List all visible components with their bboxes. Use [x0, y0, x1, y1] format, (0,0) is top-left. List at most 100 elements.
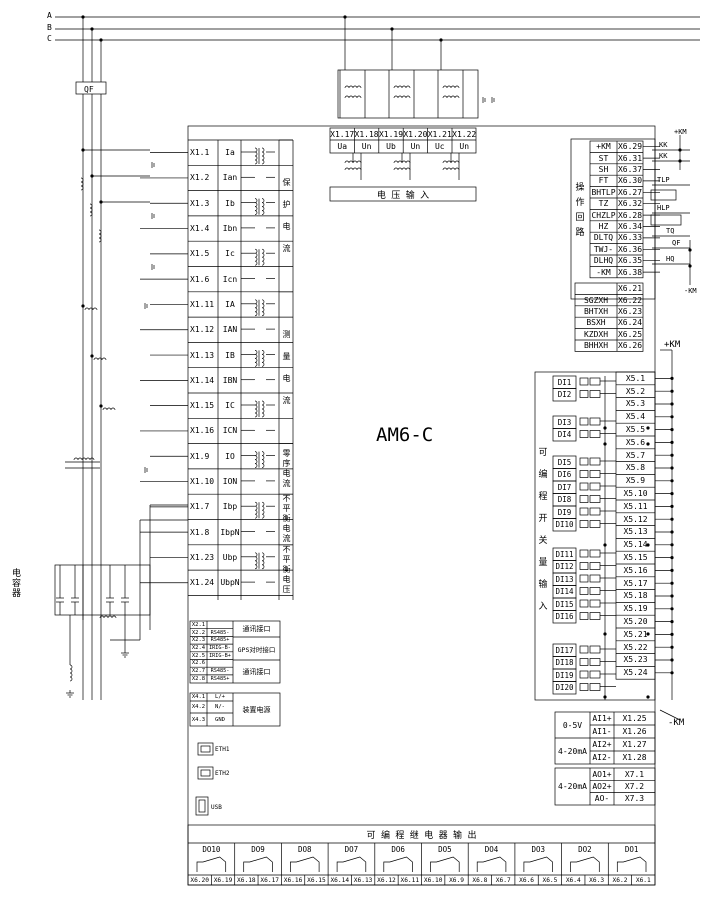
- capacitor-bank-frame: [54, 564, 151, 616]
- di-input: DI15: [555, 599, 574, 609]
- minus-km-di-label: -KM: [668, 718, 685, 728]
- optocoupler: [579, 482, 589, 491]
- optocoupler: [589, 377, 601, 386]
- current-terminal: X1.7: [190, 502, 210, 512]
- analog-in-terminal: X1.26: [622, 727, 647, 736]
- operation-terminal: X6.34: [617, 221, 643, 231]
- operation-terminal: X6.37: [617, 164, 643, 174]
- junction-dot: [603, 442, 607, 446]
- junction-dot: [646, 543, 650, 547]
- optocoupler: [589, 549, 601, 558]
- current-channel: IBN: [222, 375, 238, 385]
- voltage-channel: Ub: [386, 142, 396, 151]
- optocoupler: [589, 645, 601, 654]
- di-terminal: X5.16: [623, 565, 648, 575]
- pt-secondary: [344, 167, 362, 171]
- ct-coil: [254, 198, 258, 215]
- ct-coil: [254, 451, 258, 468]
- power-label: 装置电源: [242, 705, 271, 714]
- optocoupler: [589, 670, 601, 679]
- di-input: DI13: [555, 574, 574, 584]
- junction-dot: [646, 426, 650, 430]
- pt-primary: [442, 95, 460, 99]
- di-terminal: X5.2: [625, 386, 646, 396]
- di-input: DI9: [557, 507, 572, 517]
- operation-ext-label: QF: [672, 239, 681, 247]
- ct-coil: [261, 147, 265, 165]
- operation-ext-label: HQ: [666, 255, 675, 263]
- optocoupler: [579, 390, 589, 398]
- relay-terminal: X6.10: [423, 876, 443, 884]
- comm-signal: RS485-: [210, 629, 230, 636]
- relay-contact: [243, 856, 273, 872]
- device-title: AM6-C: [376, 424, 434, 446]
- comm-signal: IRIG-B-: [209, 644, 231, 651]
- plus-km-di-label: +KM: [664, 340, 681, 350]
- external-ct: [80, 177, 84, 191]
- ct-coil: [261, 552, 265, 570]
- relay-output: DO1: [624, 844, 639, 854]
- analog-out-signal: AO-: [594, 794, 610, 804]
- optocoupler: [579, 377, 589, 386]
- signal-label: BHHXH: [583, 341, 609, 351]
- bus-label-c: C: [47, 34, 52, 43]
- relay-terminal: X6.8: [472, 876, 488, 884]
- relay-terminal: X6.17: [260, 876, 280, 884]
- analog-in-signal: AI1+: [592, 714, 612, 723]
- usb-port-label: USB: [211, 804, 222, 811]
- power-table: [189, 692, 281, 727]
- signal-label: SGZXH: [583, 295, 609, 305]
- signal-label: BHTXH: [583, 306, 609, 316]
- di-input: DI2: [557, 390, 572, 400]
- di-terminal: X5.7: [625, 450, 646, 460]
- operation-ext-label: KK: [659, 141, 668, 149]
- comm-signal: RS485+: [210, 637, 230, 644]
- voltage-terminal: X1.20: [403, 129, 428, 139]
- junction-dot: [99, 404, 103, 408]
- optocoupler: [579, 612, 589, 620]
- tlp-contact: [650, 189, 677, 201]
- optocoupler: [579, 599, 589, 608]
- di-input: DI5: [557, 457, 572, 467]
- current-channel: UbpN: [220, 578, 240, 588]
- comm-label: 通讯接口: [242, 625, 271, 633]
- di-input: DI6: [557, 470, 572, 480]
- analog-out-table: [554, 767, 656, 806]
- relay-terminal: X6.13: [353, 876, 373, 884]
- qf-breaker: [75, 81, 107, 95]
- analog-in-terminal: X1.28: [622, 753, 647, 762]
- current-terminal: X1.6: [190, 274, 210, 284]
- ethernet-port: [200, 745, 211, 753]
- comm-terminal: X2.7: [191, 668, 206, 675]
- di-cell: [552, 388, 577, 402]
- ct-coil: [261, 350, 265, 367]
- current-group-label: 零序电流: [282, 448, 291, 488]
- signal-terminal: X6.23: [617, 306, 643, 316]
- minus-km-op-label: -KM: [684, 287, 697, 295]
- di-input: DI17: [555, 645, 574, 655]
- current-channel: ION: [222, 477, 238, 487]
- current-group-label: 保护电流: [282, 177, 291, 253]
- junction-dot: [81, 15, 85, 19]
- comm-signal: RS485+: [210, 675, 230, 682]
- analog-in-terminal: X1.25: [622, 714, 647, 723]
- ct-coil: [261, 451, 265, 468]
- operation-terminal: X6.32: [617, 199, 643, 209]
- relay-contact: [476, 856, 507, 872]
- current-terminal: X1.3: [190, 198, 210, 208]
- di-terminal: X5.8: [625, 463, 646, 473]
- operation-terminal: X6.29: [617, 142, 643, 152]
- pt-primary: [344, 95, 362, 99]
- di-input: DI19: [555, 670, 574, 680]
- relay-terminal: X6.1: [635, 876, 651, 884]
- comm-terminal: X2.6: [191, 660, 206, 667]
- optocoupler: [589, 562, 601, 570]
- operation-signal: -KM: [596, 267, 611, 277]
- relay-terminal: X6.16: [283, 876, 303, 884]
- relay-contact: [290, 856, 320, 872]
- analog-in-range: 4-20mA: [558, 746, 587, 756]
- operation-signal: DLTQ: [593, 233, 614, 243]
- bus-label-b: B: [47, 23, 52, 32]
- plus-km-op-label: +KM: [674, 128, 687, 136]
- voltage-channel: Un: [361, 142, 372, 151]
